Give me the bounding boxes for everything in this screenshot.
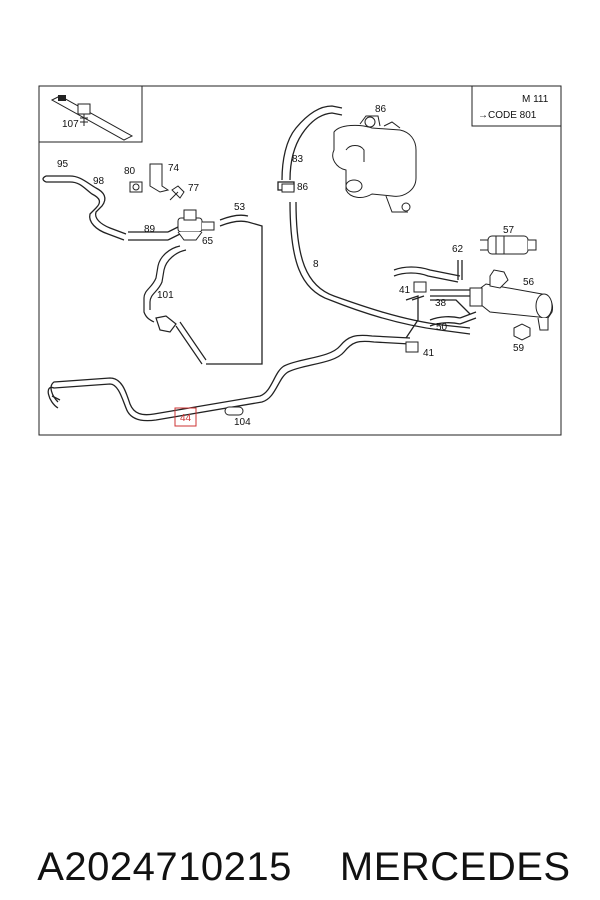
clamp-41 bbox=[405, 281, 427, 353]
callout-44: 44 bbox=[180, 413, 192, 424]
callout-107: 107 bbox=[62, 119, 79, 130]
highlight-box-44 bbox=[174, 407, 197, 427]
pump-57 bbox=[480, 235, 537, 255]
header-engine: M 111 bbox=[522, 94, 549, 105]
main-fuel-line bbox=[47, 201, 471, 422]
callout-83: 83 bbox=[292, 154, 304, 165]
callout-56: 56 bbox=[523, 277, 535, 288]
callout-59: 59 bbox=[513, 343, 525, 354]
callout-86-mid: 86 bbox=[297, 182, 309, 193]
callout-53: 53 bbox=[234, 202, 246, 213]
callout-89: 89 bbox=[144, 224, 156, 235]
filter-56 bbox=[469, 269, 553, 331]
line-101 bbox=[143, 245, 207, 365]
callout-8: 8 bbox=[313, 259, 319, 270]
pipe-83 bbox=[277, 105, 343, 191]
callout-65: 65 bbox=[202, 236, 214, 247]
clip-86 bbox=[281, 183, 295, 193]
callout-86-top: 86 bbox=[375, 104, 387, 115]
diagram-frame bbox=[38, 85, 562, 436]
header-box bbox=[471, 86, 561, 127]
callout-41-bottom: 41 bbox=[423, 348, 435, 359]
hose-group-right bbox=[393, 260, 477, 339]
hose-group-left bbox=[42, 175, 181, 241]
callout-38: 38 bbox=[435, 298, 447, 309]
brand-name: MERCEDES bbox=[339, 845, 571, 889]
callout-77: 77 bbox=[188, 183, 200, 194]
callout-98: 98 bbox=[93, 176, 105, 187]
part-number: A2024710215 bbox=[37, 845, 292, 889]
inset-107 bbox=[39, 86, 143, 143]
valve-65 bbox=[177, 209, 215, 241]
charcoal-canister bbox=[332, 115, 417, 213]
callout-80: 80 bbox=[124, 166, 136, 177]
callout-50: 50 bbox=[436, 322, 448, 333]
callout-62: 62 bbox=[452, 244, 464, 255]
bracket-74 bbox=[129, 163, 185, 201]
hose-104 bbox=[224, 406, 244, 416]
callout-41-top: 41 bbox=[399, 285, 411, 296]
callout-57: 57 bbox=[503, 225, 515, 236]
callout-104: 104 bbox=[234, 417, 251, 428]
nut-59 bbox=[513, 323, 531, 341]
callout-74: 74 bbox=[168, 163, 180, 174]
hose-53 bbox=[206, 214, 263, 365]
header-code: →CODE 801 bbox=[478, 110, 537, 121]
callout-101: 101 bbox=[157, 290, 174, 301]
footer-caption: A2024710215 MERCEDES bbox=[14, 800, 594, 889]
callout-95: 95 bbox=[57, 159, 69, 170]
